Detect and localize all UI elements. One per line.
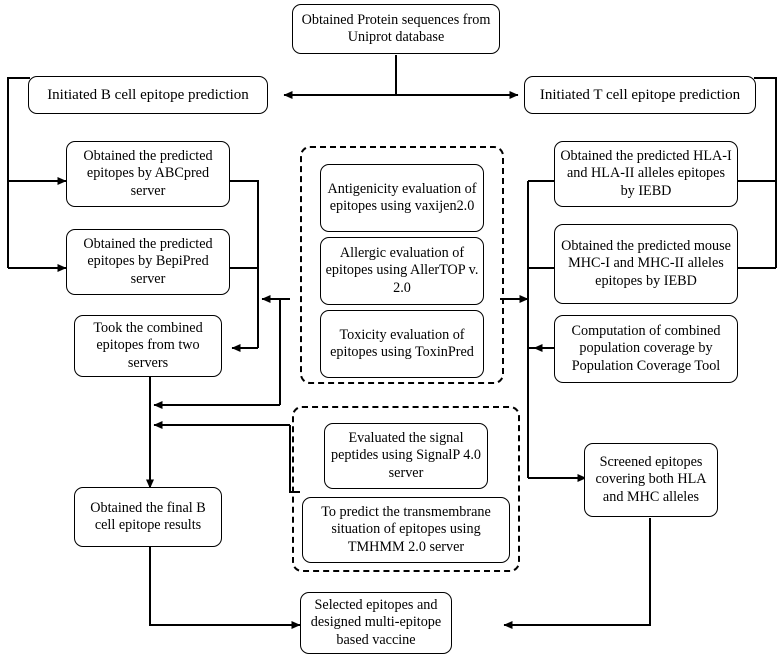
node-toxicity-evaluation-label: Toxicity evaluation of epitopes using To…: [330, 326, 474, 360]
node-combined-two-servers[interactable]: Took the combined epitopes from two serv…: [74, 315, 222, 377]
node-t-cell-start[interactable]: Initiated T cell epitope prediction: [524, 76, 756, 114]
node-abcpred-label: Obtained the predicted epitopes by ABCpr…: [83, 148, 213, 199]
edge-screened-to-vaccine: [503, 518, 651, 629]
node-final-vaccine[interactable]: Selected epitopes and designed multi-epi…: [300, 592, 452, 654]
edge-tcell-bus-upper: [754, 77, 777, 181]
node-allergic-evaluation-label: Allergic evaluation of epitopes using Al…: [325, 245, 479, 296]
node-hla-alleles[interactable]: Obtained the predicted HLA-I and HLA-II …: [554, 141, 738, 207]
node-b-cell-start-label: Initiated B cell epitope prediction: [47, 86, 249, 103]
node-signalp-evaluation[interactable]: Evaluated the signal peptides using Sign…: [324, 423, 488, 489]
node-t-cell-start-label: Initiated T cell epitope prediction: [539, 86, 741, 103]
node-mouse-mhc-alleles[interactable]: Obtained the predicted mouse MHC-I and M…: [554, 224, 738, 304]
node-final-vaccine-label: Selected epitopes and designed multi-epi…: [310, 597, 442, 648]
node-b-cell-start[interactable]: Initiated B cell epitope prediction: [28, 76, 268, 114]
node-source-protein-sequences[interactable]: Obtained Protein sequences from Uniprot …: [292, 4, 500, 54]
node-toxicity-evaluation[interactable]: Toxicity evaluation of epitopes using To…: [320, 310, 484, 378]
node-screened-epitopes[interactable]: Screened epitopes covering both HLA and …: [584, 443, 718, 517]
edge-finalb-to-vaccine: [149, 546, 301, 629]
node-population-coverage-label: Computation of combined population cover…: [571, 323, 721, 374]
node-final-b-results[interactable]: Obtained the final B cell epitope result…: [74, 487, 222, 547]
node-final-b-results-label: Obtained the final B cell epitope result…: [90, 499, 206, 533]
edge-group2-left-riser: [289, 425, 300, 493]
node-tmhmm-prediction[interactable]: To predict the transmembrane situation o…: [302, 497, 510, 563]
node-antigenicity-evaluation-label: Antigenicity evaluation of epitopes usin…: [327, 180, 477, 214]
node-population-coverage[interactable]: Computation of combined population cover…: [554, 315, 738, 383]
node-source-label: Obtained Protein sequences from Uniprot …: [301, 11, 491, 45]
dashed-group-signal-transmembrane: [292, 406, 520, 572]
edge-bcell-bus-upper: [7, 77, 30, 181]
node-signalp-evaluation-label: Evaluated the signal peptides using Sign…: [330, 430, 482, 481]
node-mouse-mhc-alleles-label: Obtained the predicted mouse MHC-I and M…: [561, 238, 731, 289]
edge-abcpred-bus: [228, 180, 259, 348]
node-screened-epitopes-label: Screened epitopes covering both HLA and …: [595, 454, 707, 505]
node-hla-alleles-label: Obtained the predicted HLA-I and HLA-II …: [560, 148, 732, 199]
dashed-group-epitope-evaluation: [300, 146, 504, 384]
node-bepipred[interactable]: Obtained the predicted epitopes by BepiP…: [66, 229, 230, 295]
node-combined-two-servers-label: Took the combined epitopes from two serv…: [93, 320, 203, 371]
node-bepipred-label: Obtained the predicted epitopes by BepiP…: [83, 236, 213, 287]
node-abcpred[interactable]: Obtained the predicted epitopes by ABCpr…: [66, 141, 230, 207]
node-tmhmm-prediction-label: To predict the transmembrane situation o…: [321, 504, 491, 555]
node-antigenicity-evaluation[interactable]: Antigenicity evaluation of epitopes usin…: [320, 164, 484, 232]
node-allergic-evaluation[interactable]: Allergic evaluation of epitopes using Al…: [320, 237, 484, 305]
